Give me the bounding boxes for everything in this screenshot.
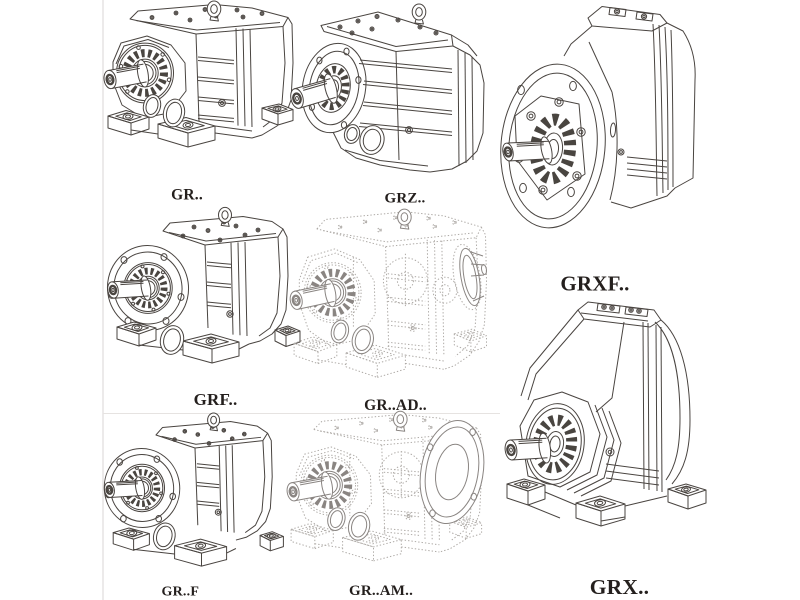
svg-text:GR..: GR.. <box>171 187 203 204</box>
svg-text:GR..F: GR..F <box>162 585 200 600</box>
svg-text:GR..AM..: GR..AM.. <box>349 583 413 599</box>
svg-text:GR..AD..: GR..AD.. <box>364 397 427 414</box>
svg-text:GRZ..: GRZ.. <box>384 190 425 206</box>
svg-text:GRX..: GRX.. <box>590 575 650 599</box>
svg-text:GRXF..: GRXF.. <box>560 272 629 296</box>
svg-text:GRF..: GRF.. <box>194 390 238 409</box>
